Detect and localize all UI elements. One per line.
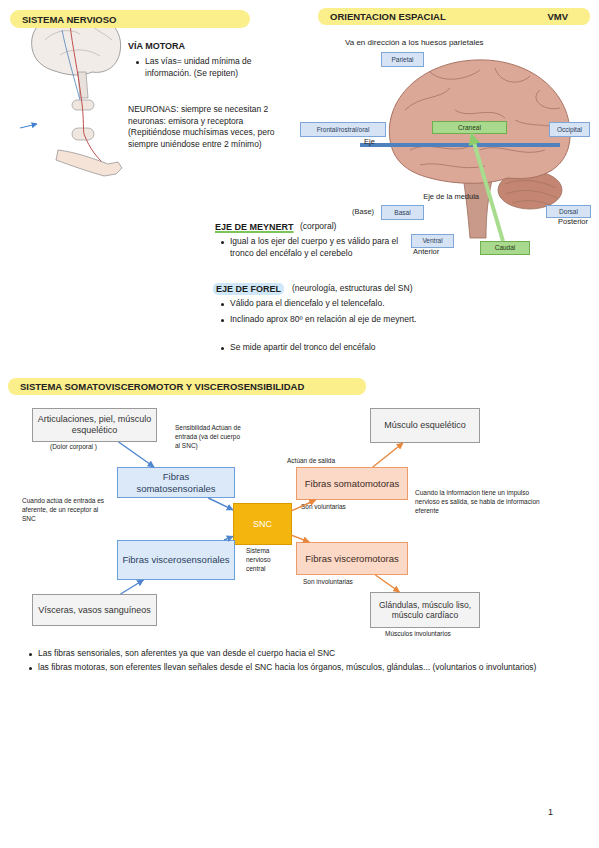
cerebrum	[389, 60, 570, 183]
motor-tract	[62, 30, 80, 100]
annotation: Cuando actúa de entrada es aferente, de …	[22, 497, 112, 524]
arm-hand	[56, 150, 122, 176]
section-heading: EJE DE FOREL	[213, 283, 284, 295]
connector-arrow	[224, 536, 233, 540]
node-text: SISTEMA SOMATOVISCEROMOTOR Y VISCEROSENS…	[20, 381, 304, 392]
orientation-box: Parietal	[381, 52, 424, 67]
section-band: SISTEMA SOMATOVISCEROMOTOR Y VISCEROSENS…	[8, 378, 366, 395]
orientation-box: Occipital	[549, 122, 590, 137]
connector-arrow	[375, 575, 399, 592]
orientation-box: Frontal/rostral/oral	[300, 122, 386, 137]
body-part-box: Glándulas, músculo liso, músculo cardíac…	[370, 592, 480, 628]
section-heading: VÍA MOTORA	[128, 40, 185, 52]
axis-label: Eje	[364, 137, 375, 147]
annotation: Músculos involuntarios	[385, 630, 451, 639]
node-text: Fibras somatosensoriales	[122, 471, 230, 494]
section-heading: EJE DE MEYNERT	[215, 221, 294, 233]
annotation: Actúan de salida	[287, 457, 335, 466]
bullet-note: Las fibras sensoriales, son aferentes ya…	[38, 648, 588, 660]
body-part-box: Articulaciones, piel, músculo esquelétic…	[32, 408, 157, 442]
heading-note: (corporal)	[300, 221, 336, 233]
node-text: Caudal	[495, 244, 516, 252]
node-text: Fibras visceromotoras	[305, 553, 398, 564]
brain-illustration	[360, 60, 570, 238]
node-text: Frontal/rostral/oral	[317, 126, 370, 134]
body-part-box: Músculo esquelético	[370, 408, 480, 443]
orientation-box-green: Craneal	[432, 121, 507, 134]
node-text: Occipital	[557, 126, 582, 134]
edge-label: Eje de la medula	[423, 192, 479, 201]
orientation-box: Basal	[381, 205, 424, 220]
annotation: Sensibilidad Actúan de entrada (va del c…	[175, 424, 241, 451]
annotation: Son voluntarias	[301, 503, 346, 512]
pointer-arrow	[20, 124, 37, 128]
connector-arrow	[121, 580, 144, 594]
annotation: Son involuntarias	[303, 578, 353, 587]
bullet-note: Las vías= unidad mínima de información. …	[145, 56, 275, 79]
node-text: Glándulas, músculo liso, músculo cardíac…	[375, 600, 475, 620]
annotation: (Dolor corporal )	[50, 443, 97, 452]
motor-fiber-box: Fibras somatomotoras	[296, 467, 408, 500]
annotation: Sistema nervioso central	[246, 547, 291, 574]
bullet-note: Igual a los ejer del cuerpo y es válido …	[230, 236, 420, 259]
connector-arrow	[471, 134, 503, 241]
orientation-box: Ventral	[411, 234, 454, 248]
connector-arrow	[373, 443, 403, 467]
connector-arrow	[292, 535, 309, 542]
node-text: Músculo esquelético	[384, 420, 466, 431]
spinal-section	[72, 128, 94, 140]
motor-pathway-illustration	[20, 12, 122, 176]
cerebellum-folia	[505, 181, 557, 206]
motor-tract	[70, 24, 104, 164]
bullet-note: las fibras motoras, son eferentes llevan…	[38, 662, 588, 674]
connector-arrow	[119, 442, 154, 467]
sensory-fiber-box: Fibras viscerosensoriales	[117, 540, 235, 580]
node-text: Fibras somatomotoras	[305, 478, 400, 489]
motor-fiber-box: Fibras visceromotoras	[296, 542, 408, 575]
node-text: Parietal	[391, 56, 413, 64]
bullet-note: Inclinado aprox 80º en relación al eje d…	[230, 314, 425, 326]
body-part-box: Vísceras, vasos sanguíneos	[32, 594, 157, 626]
bullet-note: Se mide apartir del tronco del encéfalo	[230, 342, 425, 354]
node-text: Articulaciones, piel, músculo esquelétic…	[37, 414, 152, 436]
section-band: ORIENTACION ESPACIAL VMV	[318, 8, 590, 25]
page-title: SISTEMA NERVIOSO	[22, 14, 117, 25]
orientation-box: Dorsal	[546, 205, 591, 218]
connector-arrow	[292, 500, 316, 511]
orientation-box-green: Caudal	[480, 241, 530, 255]
node-text: Ventral	[422, 237, 442, 245]
note: NEURONAS: siempre se necesitan 2 neurona…	[128, 104, 296, 151]
brain-gyri	[405, 68, 560, 168]
axis-label: Posterior	[558, 217, 588, 227]
page-number: 1	[548, 806, 553, 818]
node-text: Craneal	[458, 124, 481, 132]
sensory-fiber-box: Fibras somatosensoriales	[117, 467, 235, 498]
axis-line	[360, 143, 560, 147]
spinal-section	[72, 100, 94, 110]
node-text: Fibras viscerosensoriales	[122, 554, 229, 565]
cns-box: SNC	[233, 503, 292, 545]
title-band: SISTEMA NERVIOSO	[10, 10, 250, 28]
connector-arrow	[208, 498, 233, 510]
direction-note: Va en dirección a los huesos parietales	[345, 37, 484, 48]
node-text: Vísceras, vasos sanguíneos	[38, 605, 151, 616]
node-text: SNC	[253, 519, 272, 530]
node-text: ORIENTACION ESPACIAL	[330, 11, 446, 22]
annotation: Cuando la informacion tiene un impulso n…	[415, 489, 550, 516]
node-text: Dorsal	[559, 208, 578, 216]
axis-label: (Base)	[352, 207, 374, 217]
heading-note: (neurología, estructuras del SN)	[292, 283, 412, 295]
node-text: VMV	[547, 11, 568, 22]
axis-label: Anterior	[413, 247, 439, 257]
node-text: Basal	[394, 209, 410, 217]
bullet-note: Válido para el diencefalo y el telencefa…	[230, 298, 425, 310]
